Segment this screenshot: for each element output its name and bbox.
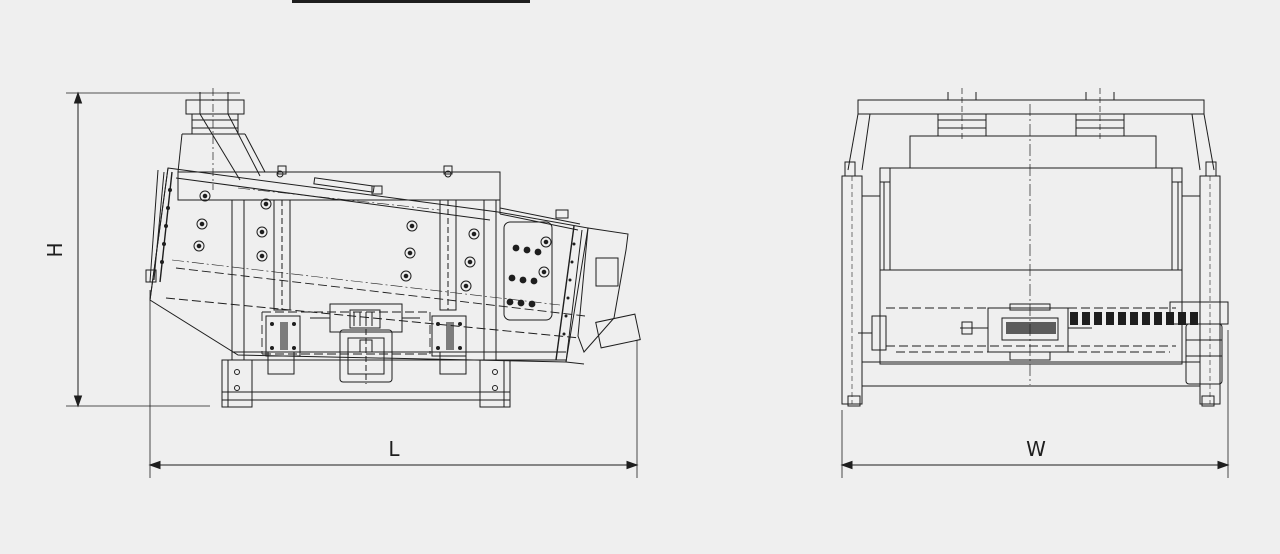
- side-dashdot-lines: [171, 187, 561, 306]
- front-view: W: [840, 88, 1230, 478]
- length-label: L: [388, 437, 400, 461]
- side-bolts: [193, 170, 552, 292]
- front-side-parts: [858, 301, 1229, 385]
- side-inlet: [185, 88, 261, 190]
- front-vibrator: [960, 303, 1092, 361]
- height-dimension: H: [43, 91, 240, 408]
- side-vibrator: [310, 303, 420, 333]
- top-edge-artifact: [292, 0, 530, 3]
- side-view: H L: [43, 88, 641, 478]
- width-dimension: W: [840, 330, 1230, 478]
- side-left-flange: [145, 171, 173, 283]
- front-spring-row: [1070, 312, 1198, 325]
- height-label: H: [43, 242, 67, 257]
- front-top-frame: [847, 88, 1215, 171]
- front-body: [879, 135, 1183, 365]
- front-legs: [841, 161, 1221, 407]
- width-label: W: [1026, 437, 1046, 461]
- side-screen-decks: [165, 267, 586, 355]
- side-top-details: [277, 165, 581, 231]
- side-base-stand: [221, 351, 511, 408]
- length-dimension: L: [148, 290, 639, 478]
- side-discharge: [503, 221, 641, 365]
- side-spring-supports: [265, 199, 467, 357]
